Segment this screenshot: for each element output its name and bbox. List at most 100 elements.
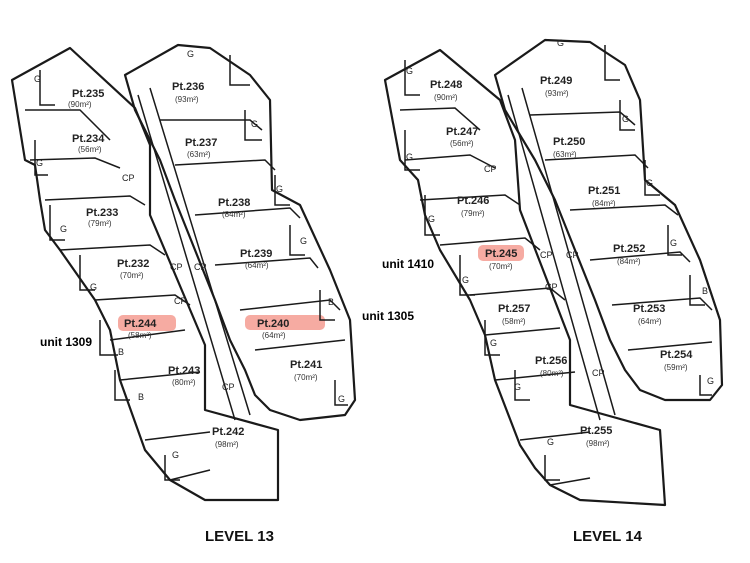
lot-label: Pt.236: [172, 81, 204, 93]
lot-area: (80m²): [540, 369, 564, 378]
lot-label: Pt.257: [498, 303, 530, 315]
garden-tag: G: [547, 437, 554, 447]
lot-label: Pt.246: [457, 195, 489, 207]
lot-area: (84m²): [617, 257, 641, 266]
lot-label: Pt.244: [124, 318, 157, 330]
garden-tag: G: [406, 152, 413, 162]
highlight-pt240: [245, 315, 325, 330]
balcony-tag: B: [328, 297, 334, 307]
garden-tag: G: [187, 49, 194, 59]
lot-area: (58m²): [128, 331, 152, 340]
lot-area: (98m²): [586, 439, 610, 448]
lot-label: Pt.239: [240, 248, 272, 260]
carpark-tag: CP: [540, 250, 553, 260]
garden-tag: G: [622, 114, 629, 124]
lot-label: Pt.253: [633, 303, 665, 315]
garden-tag: G: [646, 178, 653, 188]
carpark-tag: CP: [122, 173, 135, 183]
lot-label: Pt.247: [446, 126, 478, 138]
lot-label: Pt.242: [212, 426, 244, 438]
lot-label: Pt.233: [86, 207, 118, 219]
lot-label: Pt.234: [72, 133, 105, 145]
lot-area: (63m²): [187, 150, 211, 159]
level-13-title: LEVEL 13: [205, 528, 274, 545]
carpark-tag: CP: [545, 282, 558, 292]
lot-label: Pt.243: [168, 365, 200, 377]
lot-label: Pt.251: [588, 185, 620, 197]
lot-label: Pt.256: [535, 355, 567, 367]
balcony-tag: B: [138, 392, 144, 402]
right-wing-outline: [493, 38, 724, 402]
lot-label: Pt.248: [430, 79, 462, 91]
carpark-tag: CP: [222, 382, 235, 392]
balcony-tag: B: [118, 347, 124, 357]
lot-area: (56m²): [78, 145, 102, 154]
garden-tag: G: [276, 184, 283, 194]
carpark-tag: CP: [566, 250, 579, 260]
unit-note-1309: unit 1309: [40, 335, 92, 349]
garden-tag: G: [172, 450, 179, 460]
garden-tag: G: [34, 74, 41, 84]
garden-tag: G: [557, 38, 564, 48]
lot-label: Pt.245: [485, 248, 517, 260]
lot-label: Pt.232: [117, 258, 149, 270]
lot-area: (79m²): [461, 209, 485, 218]
highlight-pt245: [478, 245, 524, 261]
lot-label: Pt.255: [580, 425, 612, 437]
garden-tag: G: [428, 214, 435, 224]
lot-label: Pt.254: [660, 349, 693, 361]
unit-note-1410: unit 1410: [382, 257, 434, 271]
lot-label: Pt.238: [218, 197, 250, 209]
lot-area: (64m²): [638, 317, 662, 326]
balcony-tag: B: [702, 286, 708, 296]
garden-tag: G: [60, 224, 67, 234]
lot-area: (64m²): [262, 331, 286, 340]
lot-area: (70m²): [120, 271, 144, 280]
lot-label: Pt.249: [540, 75, 572, 87]
right-wing-outline: [123, 43, 357, 422]
lot-area: (58m²): [502, 317, 526, 326]
garden-tag: G: [251, 119, 258, 129]
lot-label: Pt.252: [613, 243, 645, 255]
garden-tag: G: [707, 376, 714, 386]
unit-note-1305: unit 1305: [362, 309, 414, 323]
carpark-tag: CP: [484, 164, 497, 174]
garden-tag: G: [406, 66, 413, 76]
lot-area: (98m²): [215, 440, 239, 449]
lot-label: Pt.241: [290, 359, 322, 371]
lot-area: (64m²): [245, 261, 269, 270]
level-13-plan: Pt.235 (90m²) Pt.236 (93m²) Pt.234 (56m²…: [10, 43, 414, 545]
lot-label: Pt.240: [257, 318, 289, 330]
lot-area: (59m²): [664, 363, 688, 372]
lot-area: (79m²): [88, 219, 112, 228]
lot-area: (84m²): [222, 210, 246, 219]
garden-tag: G: [462, 275, 469, 285]
garden-tag: G: [36, 158, 43, 168]
level-14-plan: Pt.248 (90m²) Pt.249 (93m²) Pt.247 (56m²…: [382, 38, 724, 545]
lot-area: (90m²): [434, 93, 458, 102]
lot-area: (70m²): [489, 262, 513, 271]
lot-area: (56m²): [450, 139, 474, 148]
carpark-tag: CP: [174, 296, 187, 306]
lot-area: (84m²): [592, 199, 616, 208]
lot-area: (70m²): [294, 373, 318, 382]
garden-tag: G: [300, 236, 307, 246]
garden-tag: G: [338, 394, 345, 404]
lot-label: Pt.250: [553, 136, 585, 148]
lot-label: Pt.235: [72, 88, 104, 100]
carpark-tag: CP: [592, 368, 605, 378]
lot-area: (63m²): [553, 150, 577, 159]
lot-area: (80m²): [172, 378, 196, 387]
garden-tag: G: [514, 382, 521, 392]
lot-area: (93m²): [175, 95, 199, 104]
lot-area: (90m²): [68, 100, 92, 109]
lot-label: Pt.237: [185, 137, 217, 149]
garden-tag: G: [670, 238, 677, 248]
highlight-pt244: [118, 315, 176, 331]
garden-tag: G: [90, 282, 97, 292]
carpark-tag: CP: [194, 262, 207, 272]
left-wing-outline: [10, 46, 280, 502]
lot-area: (93m²): [545, 89, 569, 98]
carpark-tag: CP: [170, 262, 183, 272]
